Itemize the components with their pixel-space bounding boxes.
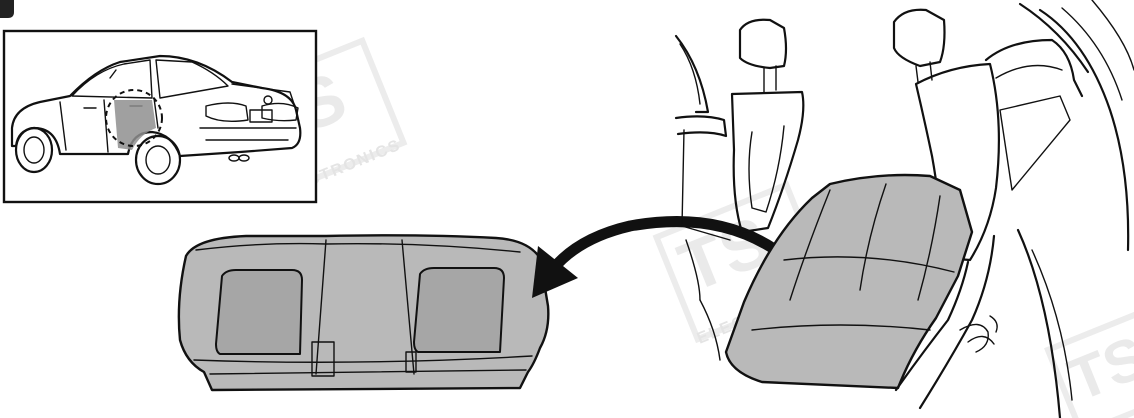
rear-seat-cushion-installed xyxy=(724,173,974,390)
location-marker-circle xyxy=(105,89,163,147)
cushion-center-tab xyxy=(311,341,335,377)
rear-door-highlight xyxy=(114,100,156,150)
arrow-head xyxy=(532,246,578,298)
vehicle-interior xyxy=(674,0,1134,418)
removal-direction-arrow xyxy=(532,216,810,298)
corner-tab xyxy=(0,0,14,18)
rear-seat-back xyxy=(914,62,1000,262)
front-headrest-left xyxy=(738,18,788,70)
cushion-anchor-tab xyxy=(405,351,417,373)
cushion-right-pad xyxy=(413,267,505,353)
watermark-logo-3: TS xyxy=(1044,304,1134,418)
car-illustration xyxy=(10,54,302,186)
location-inset xyxy=(2,29,318,204)
cushion-left-pad xyxy=(215,269,303,355)
rear-headrest xyxy=(892,8,946,68)
removed-seat-cushion xyxy=(177,234,550,392)
